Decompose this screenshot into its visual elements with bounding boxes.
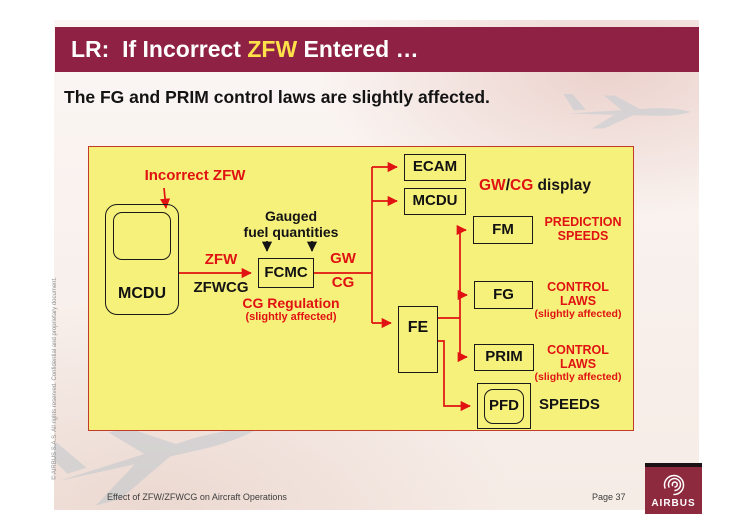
page-number: Page 37 bbox=[592, 492, 626, 502]
label-zfw: ZFW bbox=[204, 251, 238, 268]
label-zfwcg: ZFWCG bbox=[193, 279, 249, 296]
pfd-screen: PFD bbox=[484, 389, 524, 424]
arrow-to-pfd bbox=[438, 340, 471, 412]
label-gwcg-display: GW/CG display bbox=[479, 177, 591, 194]
mcdu-unit-label: MCDU bbox=[118, 285, 166, 302]
title-text-highlight: ZFW bbox=[247, 36, 298, 62]
footer-document-title: Effect of ZFW/ZFWCG on Aircraft Operatio… bbox=[107, 492, 287, 502]
fe-box: FE bbox=[398, 306, 438, 373]
label-cg-regulation: CG Regulation bbox=[242, 295, 340, 311]
label-cg-output: CG bbox=[331, 274, 355, 291]
title-text-suffix: Entered … bbox=[297, 36, 419, 62]
prim-box: PRIM bbox=[474, 344, 534, 371]
label-prim-note: CONTROL LAWS (slightly affected) bbox=[534, 343, 622, 383]
fcmc-box: FCMC bbox=[258, 258, 314, 288]
label-gw-output: GW bbox=[330, 250, 356, 267]
system-diagram-panel: Incorrect ZFW MCDU ZFW ZFWCG Gauged fuel… bbox=[88, 146, 634, 431]
ecam-box: ECAM bbox=[404, 154, 466, 181]
airbus-swirl-icon bbox=[663, 474, 684, 496]
airbus-logo-text: AIRBUS bbox=[651, 498, 696, 509]
fm-box: FM bbox=[473, 216, 533, 244]
title-bar: LR: If Incorrect ZFW Entered … bbox=[55, 27, 699, 72]
label-incorrect-zfw: Incorrect ZFW bbox=[144, 167, 246, 184]
airbus-logo: AIRBUS bbox=[645, 463, 702, 514]
mcdu-screen bbox=[113, 212, 171, 260]
label-pfd-note: SPEEDS bbox=[539, 396, 600, 413]
pfd-box: PFD bbox=[477, 383, 531, 429]
copyright-vertical-text: © AIRBUS S.A.S. All rights reserved. Con… bbox=[52, 277, 58, 480]
subtitle: The FG and PRIM control laws are slightl… bbox=[64, 87, 490, 107]
diagram-connectors bbox=[159, 161, 471, 412]
label-fm-note: PREDICTION SPEEDS bbox=[544, 215, 622, 243]
label-cg-regulation-note: (slightly affected) bbox=[245, 311, 337, 323]
title-text-prefix: LR: If Incorrect bbox=[71, 36, 248, 62]
fg-box: FG bbox=[474, 281, 533, 309]
label-fg-note: CONTROL LAWS (slightly affected) bbox=[534, 280, 622, 320]
faded-airplane-image-bottom bbox=[54, 427, 258, 506]
label-gauged-fuel: Gauged fuel quantities bbox=[243, 208, 339, 240]
mcdu-unit-box: MCDU bbox=[105, 204, 179, 315]
faded-airplane-image-top bbox=[563, 94, 691, 129]
mcdu-display-box: MCDU bbox=[404, 188, 466, 215]
